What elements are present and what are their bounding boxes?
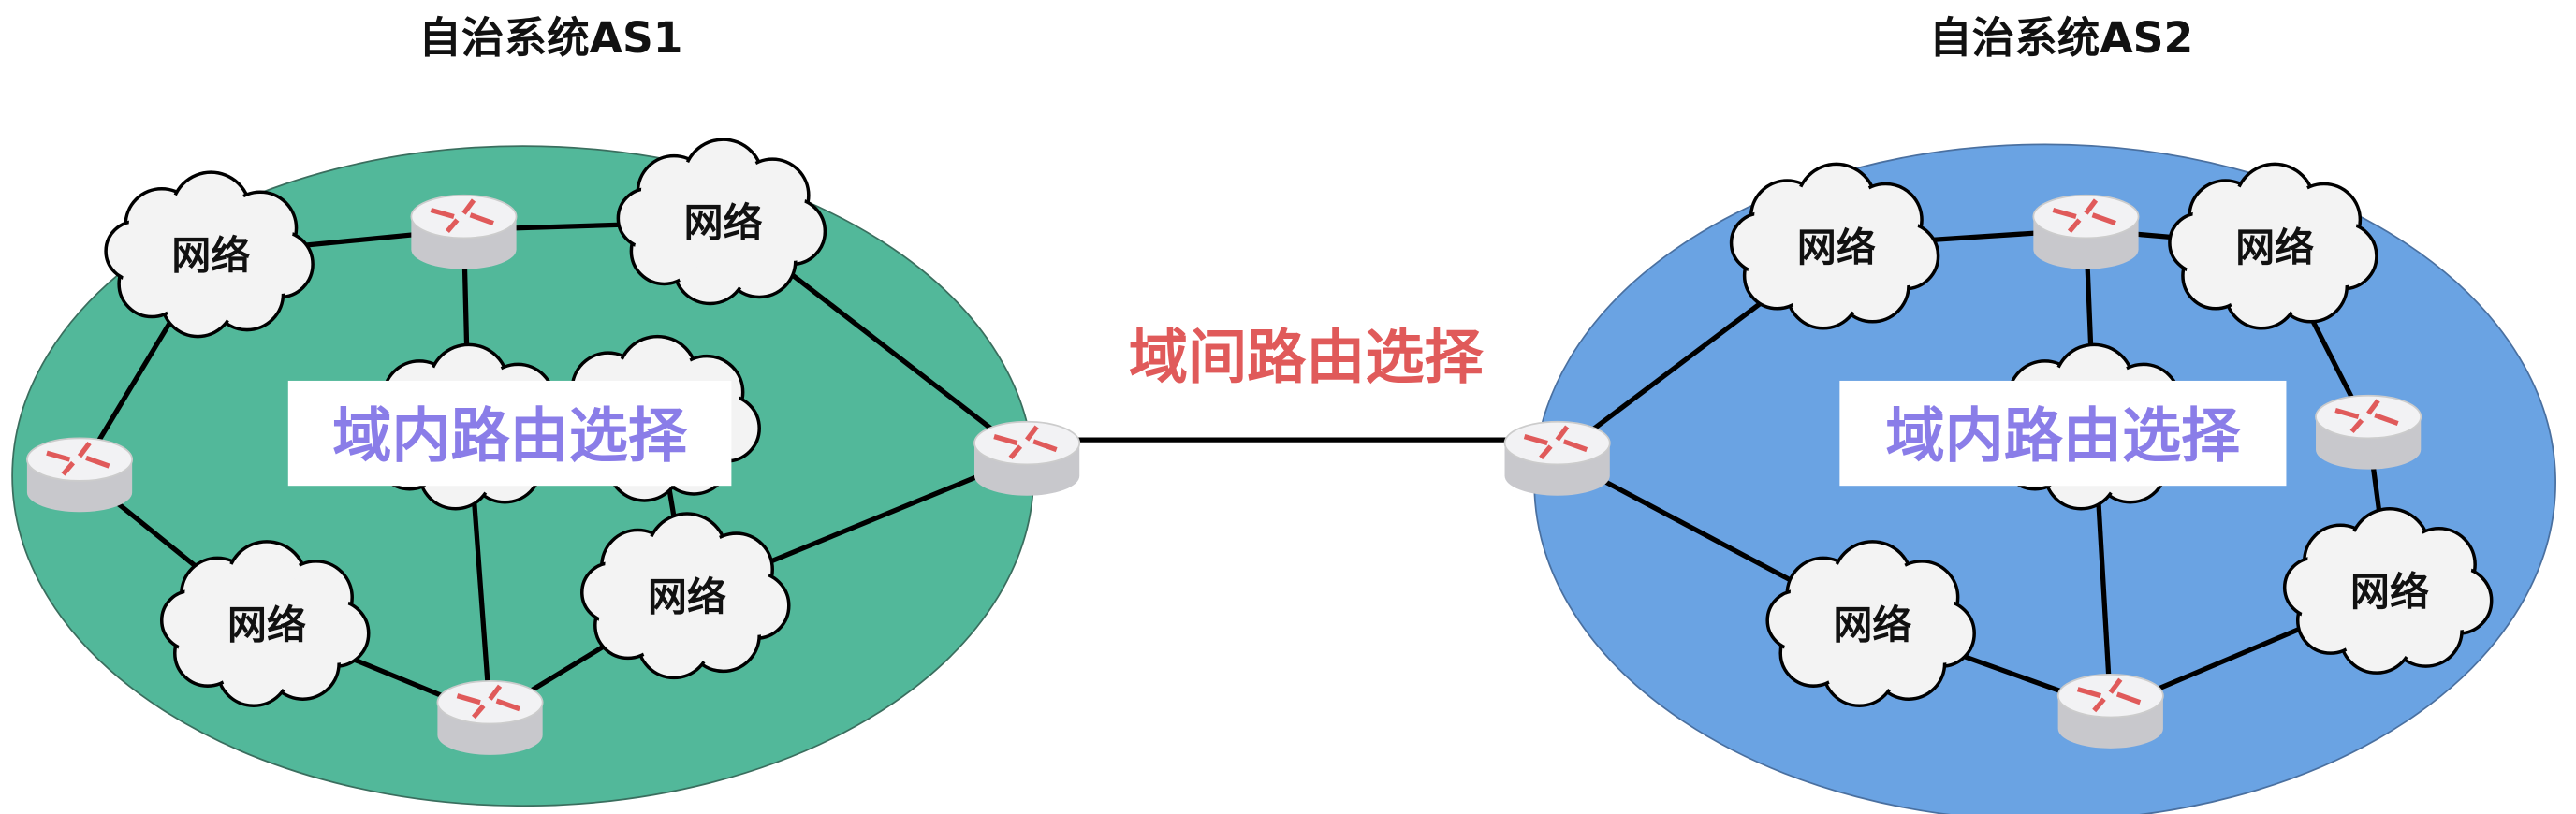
network-cloud: 网络: [580, 512, 791, 680]
network-cloud: 网络: [1729, 162, 1940, 330]
network-label: 网络: [227, 602, 306, 647]
network-label: 网络: [2350, 569, 2429, 615]
inter-domain-label: 域间路由选择: [1129, 322, 1485, 391]
network-cloud: 网络: [616, 138, 827, 306]
network-label: 网络: [1833, 602, 1911, 647]
network-cloud: 网络: [1765, 540, 1976, 707]
as2-intra-label-box: [1839, 380, 2287, 487]
router-icon: [410, 194, 518, 269]
router-icon: [1503, 420, 1611, 496]
as1-title: 自治系统AS1: [418, 13, 682, 63]
network-label: 网络: [171, 233, 250, 279]
router-icon: [2032, 194, 2140, 269]
as2-intra-domain-label: 域内路由选择: [1886, 401, 2242, 471]
network-label: 网络: [648, 574, 726, 620]
network-label: 网络: [684, 200, 763, 246]
router-icon: [973, 420, 1081, 496]
as2-title: 自治系统AS2: [1929, 13, 2193, 63]
router-icon: [436, 680, 544, 755]
network-label: 网络: [2235, 225, 2314, 270]
as1-intra-label-box: [287, 380, 732, 487]
network-cloud: 网络: [104, 170, 315, 339]
router-icon: [26, 437, 134, 513]
network-cloud: 网络: [2168, 162, 2378, 330]
network-cloud: 网络: [2282, 506, 2494, 675]
router-icon: [2056, 674, 2164, 749]
network-cloud: 网络: [159, 540, 371, 707]
network-label: 网络: [1797, 225, 1876, 270]
router-icon: [2315, 394, 2422, 470]
as1-intra-domain-label: 域内路由选择: [332, 401, 688, 471]
